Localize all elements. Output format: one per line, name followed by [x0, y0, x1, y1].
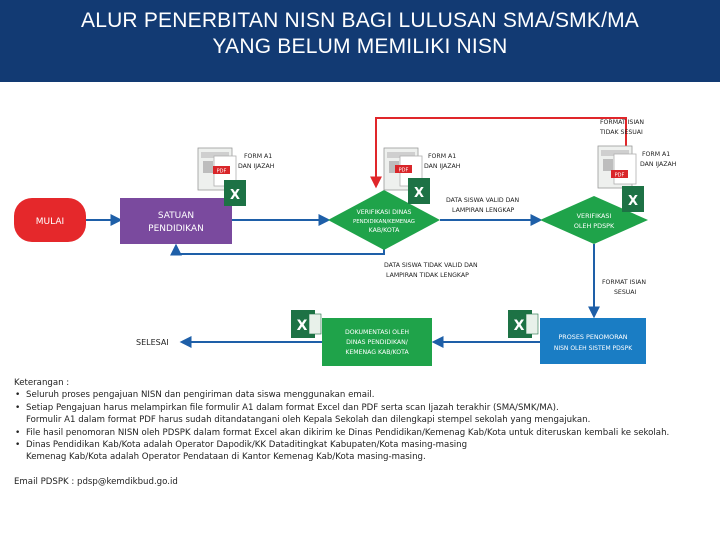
notes-list: Seluruh proses pengajuan NISN dan pengir… [14, 389, 714, 463]
title-line-2: YANG BELUM MEMILIKI NISN [212, 35, 508, 58]
document-icon-2: PDF [383, 147, 423, 191]
docs-node [322, 318, 432, 366]
form1-label-1: FORM A1 [244, 153, 272, 160]
excel-letter-1: X [230, 188, 240, 203]
pdf-badge-2: PDF [399, 168, 409, 174]
school-node-label-1: SATUAN [158, 211, 194, 221]
docs-label-3: KEMENAG KAB/KOTA [345, 349, 409, 356]
notes-item-4: Dinas Pendidikan Kab/Kota adalah Operato… [15, 439, 714, 452]
excel-letter-2: X [414, 186, 424, 201]
form1-label-2: DAN IJAZAH [238, 163, 275, 170]
process-label-1: PROSES PENOMORAN [558, 333, 627, 341]
notes-section: Keterangan : Seluruh proses pengajuan NI… [14, 377, 714, 488]
notes-item-4-continued: Kemenag Kab/Kota adalah Operator Pendata… [26, 452, 426, 463]
verify-dinas-label-1: VERIFIKASI DINAS [357, 209, 412, 216]
format-ok-label-2: SESUAI [614, 289, 637, 296]
format-ok-label-1: FORMAT ISIAN [602, 279, 646, 286]
verify-pdspk-label-1: VERIFIKASI [577, 212, 612, 220]
form2-label-1: FORM A1 [428, 153, 456, 160]
email-line: Email PDSPK : pdsp@kemdikbud.go.id [14, 476, 178, 487]
school-node-label-2: PENDIDIKAN [148, 224, 204, 234]
format-bad-label-1: FORMAT ISIAN [600, 119, 644, 126]
page-title: ALUR PENERBITAN NISN BAGI LULUSAN SMA/SM… [0, 8, 720, 60]
notes-item-1: Seluruh proses pengajuan NISN dan pengir… [15, 389, 714, 402]
invalid-label-2: LAMPIRAN TIDAK LENGKAP [386, 272, 469, 279]
excel-icon-2: X [408, 178, 430, 204]
excel-letter-3: X [628, 194, 638, 209]
excel-letter-process: X [514, 318, 525, 334]
title-line-1: ALUR PENERBITAN NISN BAGI LULUSAN SMA/SM… [80, 9, 640, 32]
excel-icon-1: X [224, 180, 246, 206]
verify-dinas-node [328, 190, 440, 250]
notes-heading: Keterangan : [14, 378, 70, 388]
valid-label-1: DATA SISWA VALID DAN [446, 197, 520, 204]
line-invalid-return [170, 243, 385, 256]
notes-item-2-continued: Formulir A1 dalam format PDF harus sudah… [26, 415, 591, 426]
verify-pdspk-label-2: OLEH PDSPK [574, 222, 615, 230]
pdf-badge-3: PDF [615, 173, 625, 179]
process-node [540, 318, 646, 364]
valid-label-2: LAMPIRAN LENGKAP [452, 207, 515, 214]
excel-letter-docs: X [297, 318, 308, 334]
notes-item-3: File hasil penomoran NISN oleh PDSPK dal… [15, 427, 714, 440]
document-icon-1: PDF [197, 147, 237, 191]
end-node-label: SELESAI [136, 338, 169, 347]
format-bad-label-2: TIDAK SESUAI [599, 129, 643, 136]
start-node-label: MULAI [36, 217, 64, 227]
pdf-badge-1: PDF [217, 169, 227, 175]
docs-label-2: DINAS PENDIDIKAN/ [346, 339, 409, 346]
start-node [14, 198, 86, 242]
form2-label-2: DAN IJAZAH [424, 163, 461, 170]
notes-item-2: Setiap Pengajuan harus melampirkan file … [15, 402, 714, 415]
verify-pdspk-node [540, 196, 648, 244]
verify-dinas-label-2: PENDIDIKAN/KEMENAG [353, 219, 415, 225]
excel-icon-3: X [622, 186, 644, 212]
form3-label-2: DAN IJAZAH [640, 161, 677, 168]
title-banner [0, 0, 720, 82]
school-node [120, 198, 232, 244]
invalid-label-1: DATA SISWA TIDAK VALID DAN [384, 262, 478, 269]
excel-icon-docs: X [291, 310, 322, 338]
verify-dinas-label-3: KAB/KOTA [369, 227, 400, 234]
excel-icon-process: X [508, 310, 539, 338]
document-icon-3: PDF [597, 145, 637, 189]
docs-label-1: DOKUMENTASI OLEH [345, 329, 409, 336]
form3-label-1: FORM A1 [642, 151, 670, 158]
process-label-2: NISN OLEH SISTEM PDSPK [554, 345, 633, 352]
